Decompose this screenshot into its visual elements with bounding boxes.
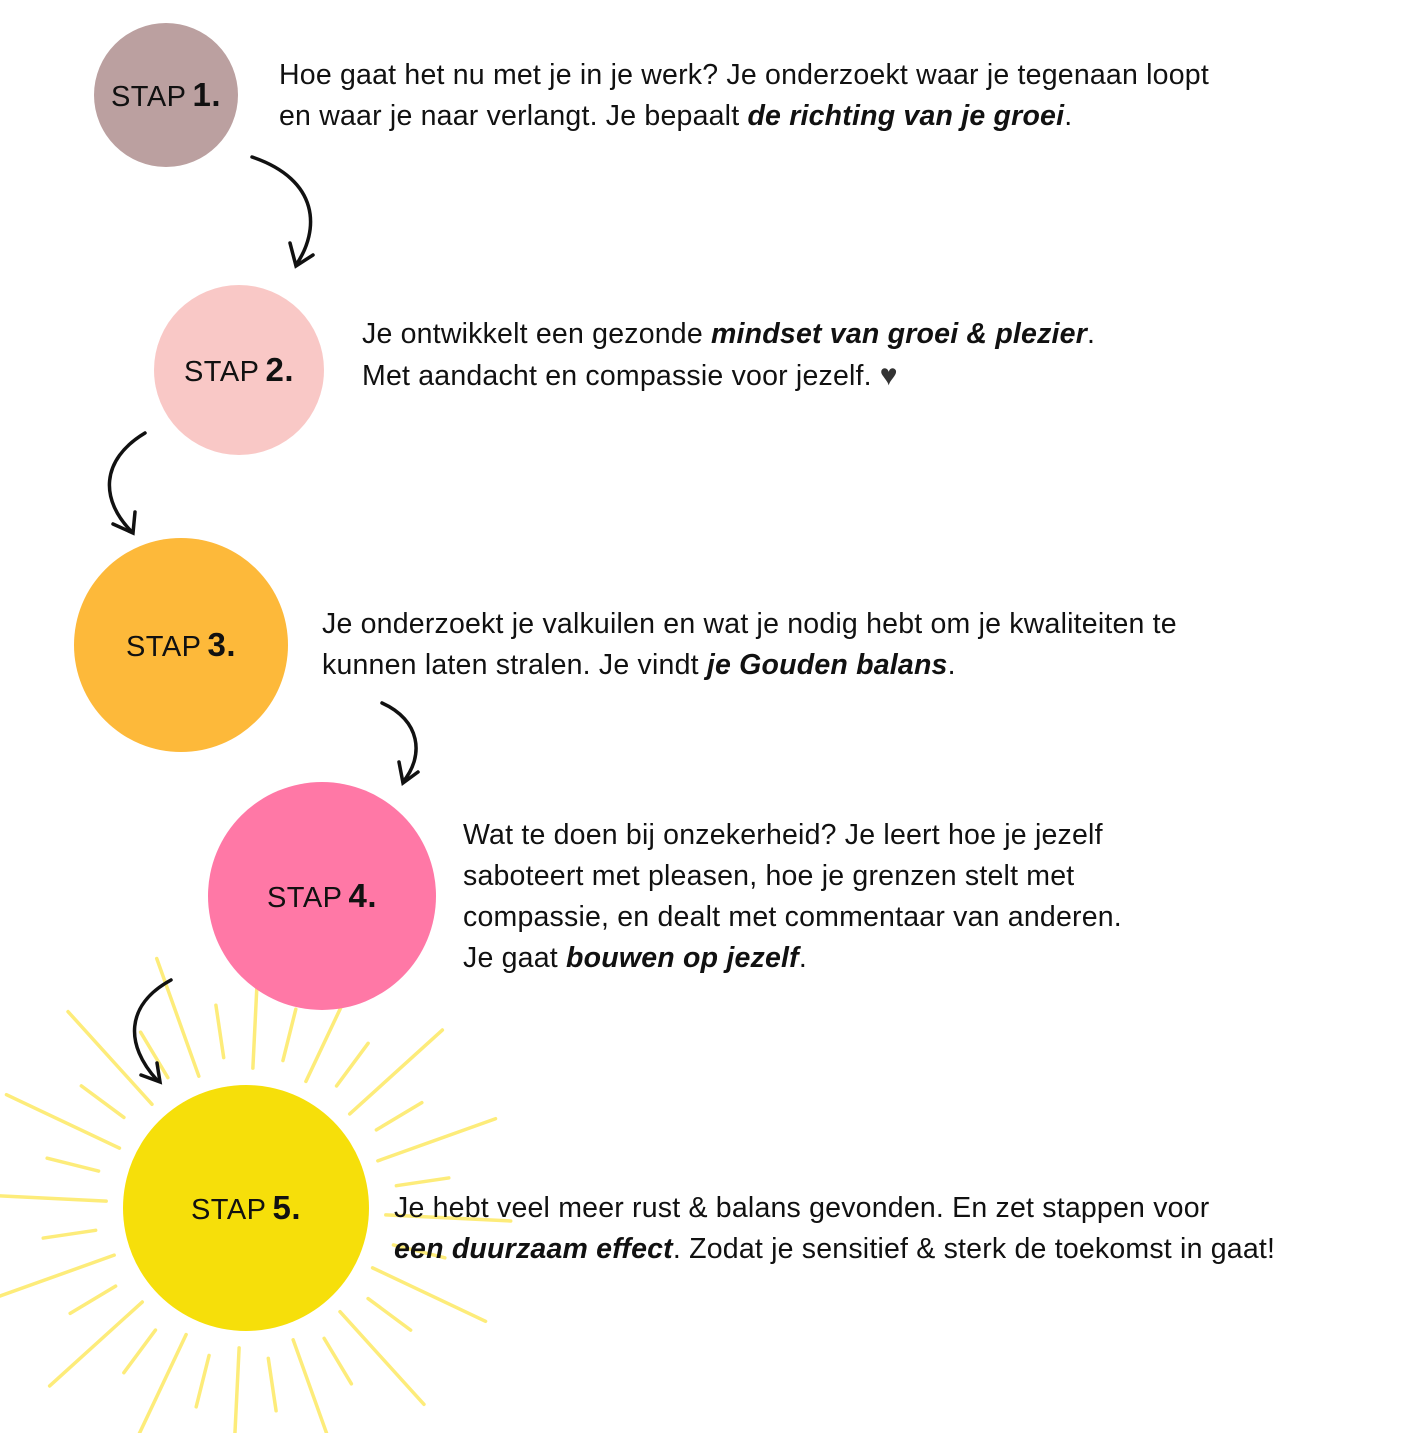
text-line: kunnen laten stralen. Je vindt je Gouden… [322,645,1177,686]
sun-ray [122,1328,158,1375]
text-line: Wat te doen bij onzekerheid? Je leert ho… [463,815,1122,856]
text-segment: saboteert met pleasen, hoe je grenzen st… [463,860,1075,892]
sun-ray [347,1028,445,1116]
sun-ray [137,1332,188,1433]
emphasis: een duurzaam effect [394,1233,673,1265]
text-segment: . [1087,318,1096,350]
sun-ray [384,1213,513,1223]
text-line: Je gaat bouwen op jezelf. [463,938,1122,979]
text-segment: kunnen laten stralen. Je vindt [322,649,707,681]
heart-icon: ♥ [879,359,898,392]
sun-ray [194,1353,211,1409]
arrow-3-to-4-icon [380,701,420,787]
sun-ray [68,1284,118,1316]
sun-ray [334,1041,370,1088]
sun-ray [41,1228,98,1240]
sun-ray [138,1030,170,1080]
sun-ray [366,1296,413,1332]
arrow-2-to-3-icon [107,431,147,536]
text-segment: . [947,649,956,681]
text-line: Je ontwikkelt een gezonde mindset van gr… [362,314,1095,355]
text-segment: compassie, en dealt met commentaar van a… [463,901,1122,933]
step-number: 3. [207,626,237,663]
sun-ray [394,1176,451,1188]
emphasis: de richting van je groei [747,100,1065,132]
text-line: Met aandacht en compassie voor jezelf.♥ [362,355,1095,397]
text-segment: Je ontwikkelt een gezonde [362,318,712,350]
emphasis: mindset van groei & plezier [711,318,1088,350]
step-5-text: Je hebt veel meer rust & balans gevonden… [394,1188,1275,1270]
text-line: Hoe gaat het nu met je in je werk? Je on… [279,55,1209,96]
step-2-text: Je ontwikkelt een gezonde mindset van gr… [362,314,1095,397]
text-segment: . [1064,100,1073,132]
step-1-text: Hoe gaat het nu met je in je werk? Je on… [279,55,1209,137]
step-word: STAP [183,356,260,388]
text-segment: en waar je naar verlangt. Je bepaalt [279,100,748,132]
sun-ray [370,1266,488,1324]
step-word: STAP [125,631,202,663]
text-line: een duurzaam effect. Zodat je sensitief … [394,1229,1275,1270]
text-segment: . Zodat je sensitief & sterk de toekomst… [672,1233,1276,1265]
text-line: saboteert met pleasen, hoe je grenzen st… [463,856,1122,897]
step-word: STAP [266,882,343,914]
text-line: compassie, en dealt met commentaar van a… [463,897,1122,938]
text-segment: Je onderzoekt je valkuilen en wat je nod… [322,608,1177,640]
sun-ray [0,1253,116,1298]
emphasis: je Gouden balans [706,649,948,681]
step-number: 4. [348,877,378,914]
step-number: 2. [265,351,295,388]
text-segment: . [798,942,807,974]
sun-ray [79,1084,126,1120]
sun-ray [374,1100,424,1132]
text-line: Je onderzoekt je valkuilen en wat je nod… [322,604,1177,645]
sun-ray [338,1309,426,1407]
sun-ray [45,1156,101,1173]
text-segment: Hoe gaat het nu met je in je werk? Je on… [279,59,1209,91]
sun-ray [4,1092,122,1150]
sun-ray [391,1243,447,1260]
step-number: 1. [192,76,222,113]
text-segment: Wat te doen bij onzekerheid? Je leert ho… [463,819,1103,851]
arrow-4-to-5-icon [132,978,173,1085]
sun-ray [0,1194,108,1203]
arrow-1-to-2-icon [250,155,315,269]
step-number: 5. [272,1189,302,1226]
emphasis: bouwen op jezelf [566,942,799,974]
text-line: Je hebt veel meer rust & balans gevonden… [394,1188,1275,1229]
sun-ray [47,1300,145,1388]
text-segment: Je gaat [463,942,567,974]
text-line: en waar je naar verlangt. Je bepaalt de … [279,96,1209,137]
step-4-text: Wat te doen bij onzekerheid? Je leert ho… [463,815,1122,979]
text-segment: Je hebt veel meer rust & balans gevonden… [394,1192,1210,1224]
sun-ray [322,1336,354,1386]
sun-ray [291,1338,329,1433]
sun-ray [154,956,201,1078]
sun-ray [281,1007,298,1063]
sun-ray [66,1009,154,1107]
text-segment: Met aandacht en compassie voor jezelf. [362,360,872,392]
sun-ray [376,1116,498,1163]
sun-ray [266,1356,278,1413]
step-word: STAP [110,81,187,113]
sun-ray [214,1003,226,1060]
sun-rays-icon [0,941,513,1433]
step-word: STAP [190,1194,267,1226]
sun-ray [233,1346,241,1433]
step-3-text: Je onderzoekt je valkuilen en wat je nod… [322,604,1177,686]
